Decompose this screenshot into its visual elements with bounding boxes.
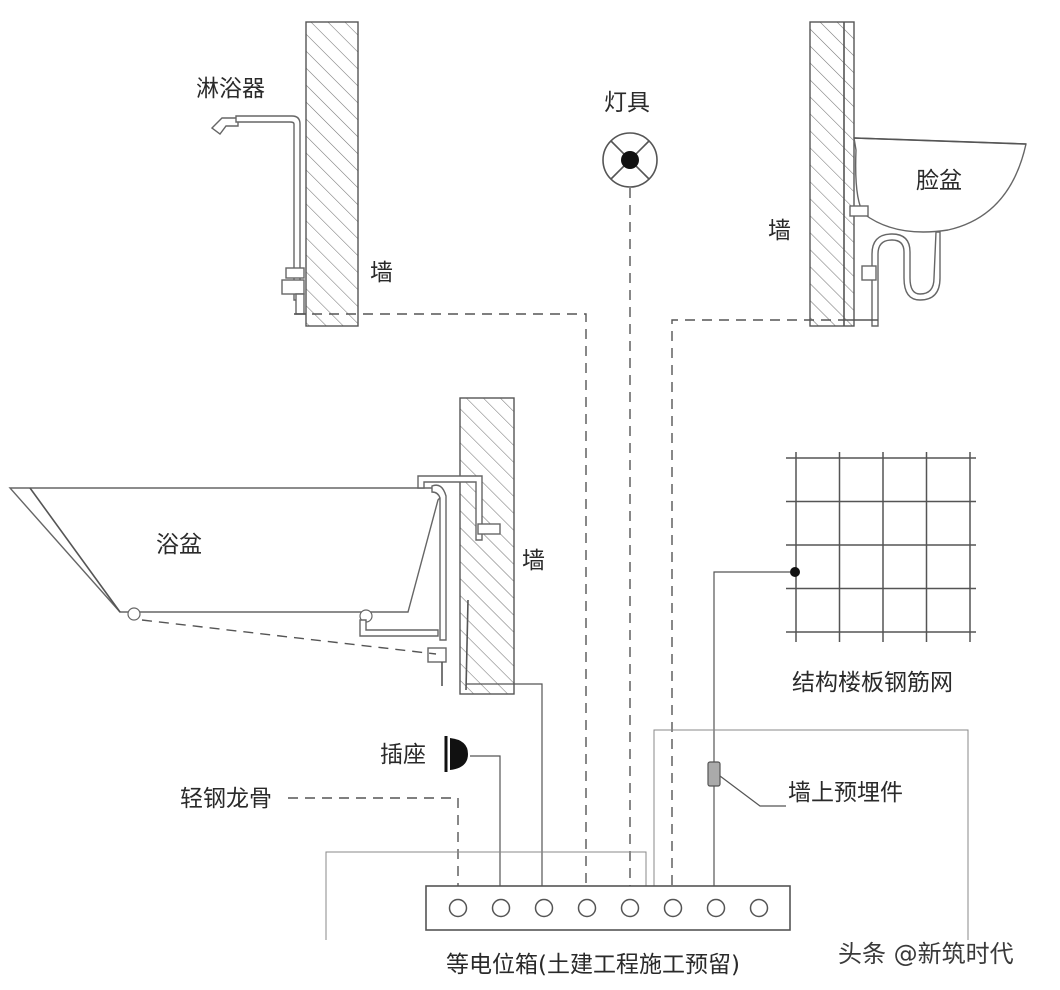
equipotential-box (425, 885, 791, 931)
terminal-row (448, 898, 769, 918)
terminal-5 (620, 898, 640, 918)
socket-icon (444, 736, 468, 772)
wall-label-1: 墙 (370, 260, 393, 286)
terminal-7 (706, 898, 726, 918)
bonding-conductors (141, 188, 969, 940)
rebar-mesh-label: 结构楼板钢筋网 (792, 670, 953, 696)
terminal-6 (663, 898, 683, 918)
washbasin-label: 脸盆 (916, 168, 962, 194)
terminal-4 (577, 898, 597, 918)
rebar-connection-point (790, 567, 800, 577)
terminal-8 (749, 898, 769, 918)
shower-label: 淋浴器 (196, 76, 265, 102)
wall-label-2: 墙 (768, 218, 791, 244)
terminal-3 (534, 898, 554, 918)
bathtub-fixture (8, 475, 501, 691)
terminal-2 (491, 898, 511, 918)
terminal-1 (448, 898, 468, 918)
wall-label-3: 墙 (522, 548, 545, 574)
light-steel-keel-label: 轻钢龙骨 (180, 786, 272, 812)
shower-fixture (210, 115, 306, 315)
embedded-part-icon (707, 761, 721, 787)
wall-embedded-part-label: 墙上预埋件 (788, 780, 903, 806)
wall-washbasin (809, 21, 855, 327)
socket-label: 插座 (380, 742, 426, 768)
lamp-icon (602, 132, 658, 188)
washbasin-fixture (848, 137, 1027, 327)
rebar-mesh-grid (786, 452, 976, 642)
equipotential-box-label: 等电位箱(土建工程施工预留) (446, 952, 740, 978)
bathtub-label: 浴盆 (156, 532, 202, 558)
watermark-text: 头条 @新筑时代 (838, 940, 1014, 968)
wall-shower (305, 21, 359, 327)
lamp-label: 灯具 (604, 90, 650, 116)
wall-bathtub (459, 397, 515, 695)
